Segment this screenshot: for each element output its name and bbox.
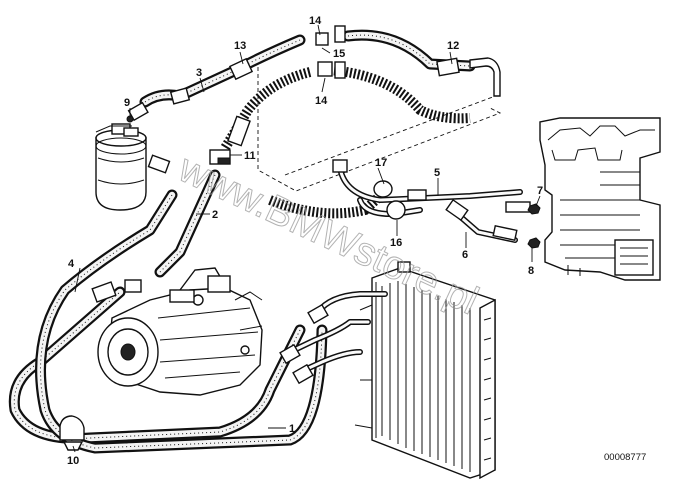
- callout-1: 1: [289, 423, 295, 435]
- receiver-dryer: [95, 123, 147, 211]
- callout-12: 12: [447, 40, 459, 52]
- ribbed-hose-lower: [268, 192, 384, 219]
- callout-11: 11: [244, 150, 256, 162]
- callout-15: 15: [333, 48, 345, 60]
- compressor: [97, 267, 263, 396]
- callout-6: 6: [462, 249, 468, 261]
- ribbed-hose-upper: [220, 65, 471, 151]
- callout-8: 8: [528, 265, 534, 277]
- hose-12: [342, 29, 476, 72]
- leader-lines: [72, 24, 541, 453]
- callout-10: 10: [67, 455, 79, 467]
- pipe-5: [337, 165, 523, 218]
- fittings: [59, 25, 541, 451]
- hose-3: [139, 34, 306, 108]
- dashed-guide-lines: [257, 60, 502, 192]
- hose-1: [8, 286, 306, 444]
- callout-16: 16: [390, 237, 402, 249]
- callout-3: 3: [196, 67, 202, 79]
- callout-7: 7: [537, 185, 543, 197]
- callout-17: 17: [375, 157, 387, 169]
- callout-4: 4: [68, 258, 75, 270]
- callout-14-top: 14: [309, 15, 322, 27]
- evaporator-housing: [539, 117, 661, 281]
- callout-13: 13: [234, 40, 246, 52]
- callout-14-bottom: 14: [315, 95, 328, 107]
- callout-5: 5: [434, 167, 440, 179]
- condenser: [354, 261, 496, 480]
- reference-code: 00008777: [604, 452, 646, 463]
- callout-labels: 1 2 3 4 5 6 7 8 9 10 11 12 13 14 14 15 1…: [67, 15, 543, 467]
- callout-2: 2: [212, 209, 218, 221]
- hose-4: [35, 189, 328, 454]
- callout-9: 9: [124, 97, 130, 109]
- hose-2: [154, 169, 221, 278]
